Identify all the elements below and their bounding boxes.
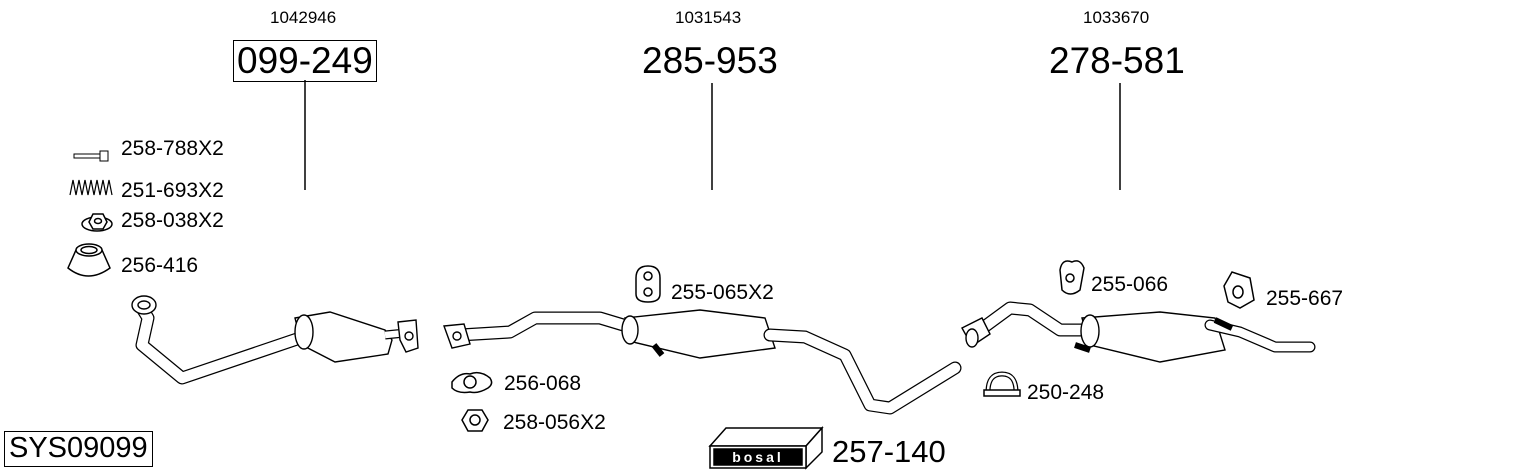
rubber-hanger-rear-icon	[1059, 260, 1085, 295]
assembly-ref-3: 1033670	[1083, 8, 1150, 27]
rubber-mount-icon	[1223, 271, 1255, 309]
part-label-mounting-kit[interactable]: 257-140	[832, 434, 946, 469]
assembly-ref-2: 1031543	[675, 8, 742, 27]
catalyst-pipe-icon	[131, 295, 419, 385]
brand-logo: bosal	[732, 449, 784, 465]
part-label-bolt[interactable]: 258-788X2	[121, 137, 224, 160]
rear-silencer-icon	[961, 301, 1316, 363]
assembly-ref-1: 1042946	[270, 8, 337, 27]
part-label-rubber-hanger-rear[interactable]: 255-066	[1091, 273, 1169, 296]
part-label-hex-nut[interactable]: 258-056X2	[503, 411, 606, 434]
catalyst-part-number[interactable]: 099-249	[233, 40, 377, 82]
middle-silencer-icon	[443, 309, 962, 415]
part-label-spring[interactable]: 251-693X2	[121, 179, 224, 202]
middle-silencer-part-number[interactable]: 285-953	[642, 40, 778, 81]
flange-nut-icon	[81, 213, 113, 232]
spring-icon	[69, 179, 113, 196]
clamp-icon	[983, 371, 1021, 397]
part-label-flange-nut[interactable]: 258-038X2	[121, 209, 224, 232]
part-label-cone-gasket[interactable]: 256-416	[121, 254, 199, 277]
part-label-rubber-mount[interactable]: 255-667	[1266, 287, 1344, 310]
cone-gasket-icon	[67, 243, 111, 277]
bolt-icon	[73, 150, 109, 162]
rubber-hanger-front-icon	[635, 265, 661, 303]
part-label-rubber-hanger-front[interactable]: 255-065X2	[671, 281, 774, 304]
mounting-kit-box-icon	[708, 426, 824, 470]
flat-gasket-icon	[451, 371, 493, 394]
part-label-clamp[interactable]: 250-248	[1027, 381, 1105, 404]
part-label-flat-gasket[interactable]: 256-068	[504, 372, 582, 395]
rear-silencer-part-number[interactable]: 278-581	[1049, 40, 1185, 81]
system-code: SYS09099	[4, 431, 153, 467]
hex-nut-icon	[461, 409, 489, 432]
